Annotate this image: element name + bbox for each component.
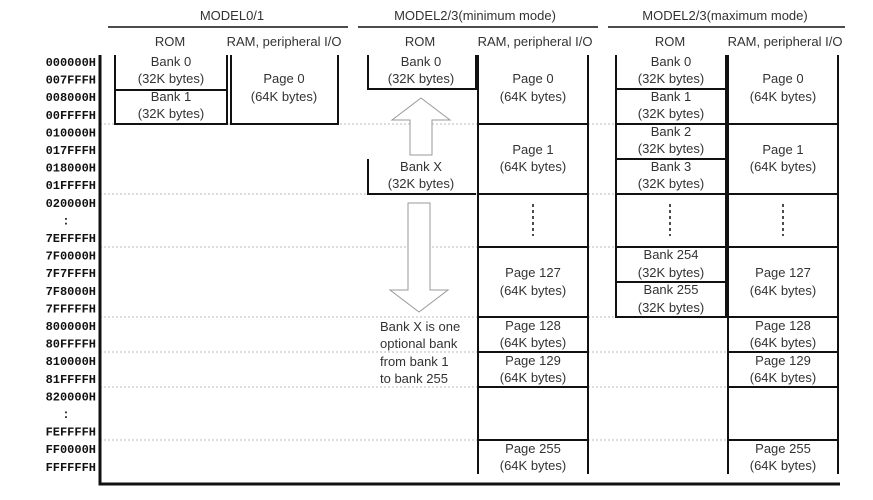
max-mode-ram-header: RAM, peripheral I/O bbox=[728, 34, 843, 49]
min-page1-size: (64K bytes) bbox=[500, 159, 566, 174]
min-mode-title: MODEL2/3(minimum mode) bbox=[394, 8, 556, 23]
max-bank1-size: (32K bytes) bbox=[638, 106, 704, 121]
max-page129-size: (64K bytes) bbox=[750, 370, 816, 385]
max-bank3-label: Bank 3 bbox=[651, 159, 691, 174]
max-page127-size: (64K bytes) bbox=[750, 283, 816, 298]
model01-bank1-size: (32K bytes) bbox=[138, 106, 204, 121]
max-page0-label: Page 0 bbox=[762, 71, 803, 86]
address-labels: 000000H 007FFFH 008000H 00FFFFH 010000H … bbox=[46, 56, 96, 475]
min-mode-header: MODEL2/3(minimum mode) ROM RAM, peripher… bbox=[358, 8, 598, 49]
address-label: 008000H bbox=[46, 91, 96, 105]
address-label: 81FFFFH bbox=[46, 373, 96, 387]
bank-x-note-line: from bank 1 bbox=[380, 354, 449, 369]
min-mode-ram-header: RAM, peripheral I/O bbox=[478, 34, 593, 49]
max-page1-size: (64K bytes) bbox=[750, 159, 816, 174]
model01-rom-header: ROM bbox=[155, 34, 185, 49]
map-frame bbox=[98, 55, 840, 486]
max-bank2-size: (32K bytes) bbox=[638, 141, 704, 156]
min-page0-label: Page 0 bbox=[512, 71, 553, 86]
min-page129-size: (64K bytes) bbox=[500, 370, 566, 385]
min-page255-size: (64K bytes) bbox=[500, 458, 566, 473]
address-label: 7F7FFFH bbox=[46, 267, 96, 281]
address-label: FFFFFFH bbox=[46, 461, 96, 475]
arrow-down bbox=[388, 202, 450, 313]
address-label: 018000H bbox=[46, 162, 96, 176]
max-page255-label: Page 255 bbox=[755, 441, 811, 456]
min-bankx-size: (32K bytes) bbox=[388, 176, 454, 191]
model01-bank1-label: Bank 1 bbox=[151, 89, 191, 104]
max-bank254-size: (32K bytes) bbox=[638, 265, 704, 280]
min-page255-label: Page 255 bbox=[505, 441, 561, 456]
bank-x-note-line: Bank X is one bbox=[380, 319, 460, 334]
min-page127-label: Page 127 bbox=[505, 265, 561, 280]
address-label: 810000H bbox=[46, 355, 96, 369]
max-bank1-label: Bank 1 bbox=[651, 89, 691, 104]
address-label: FF0000H bbox=[46, 443, 96, 457]
address-label: 7EFFFFH bbox=[46, 232, 96, 246]
address-label: 017FFFH bbox=[46, 144, 96, 158]
address-label: : bbox=[62, 214, 69, 228]
model01-title: MODEL0/1 bbox=[200, 8, 264, 23]
model01-bank0-label: Bank 0 bbox=[151, 54, 191, 69]
model01-page0-label: Page 0 bbox=[263, 71, 304, 86]
block-borders bbox=[114, 55, 839, 474]
min-mode-rom-header: ROM bbox=[405, 34, 435, 49]
min-page128-size: (64K bytes) bbox=[500, 335, 566, 350]
min-bank0-label: Bank 0 bbox=[401, 54, 441, 69]
address-label: 007FFFH bbox=[46, 74, 96, 88]
max-mode-title: MODEL2/3(maximum mode) bbox=[642, 8, 807, 23]
address-label: 800000H bbox=[46, 320, 96, 334]
min-page129-label: Page 129 bbox=[505, 353, 561, 368]
address-label: 7F0000H bbox=[46, 250, 96, 264]
address-label: 010000H bbox=[46, 126, 96, 140]
max-mode-header: MODEL2/3(maximum mode) ROM RAM, peripher… bbox=[608, 8, 845, 49]
max-bank2-label: Bank 2 bbox=[651, 124, 691, 139]
model01-bank0-size: (32K bytes) bbox=[138, 71, 204, 86]
address-label: 820000H bbox=[46, 390, 96, 404]
max-bank0-size: (32K bytes) bbox=[638, 71, 704, 86]
address-label: 7F8000H bbox=[46, 285, 96, 299]
address-label: FEFFFFH bbox=[46, 426, 96, 440]
model01-header: MODEL0/1 ROM RAM, peripheral I/O bbox=[108, 8, 348, 49]
max-page1-label: Page 1 bbox=[762, 142, 803, 157]
max-page0-size: (64K bytes) bbox=[750, 89, 816, 104]
max-bank3-size: (32K bytes) bbox=[638, 176, 704, 191]
address-label: 000000H bbox=[46, 56, 96, 70]
ellipsis-markers bbox=[532, 204, 784, 236]
min-page1-label: Page 1 bbox=[512, 142, 553, 157]
max-mode-rom-header: ROM bbox=[655, 34, 685, 49]
address-label: 7FFFFFH bbox=[46, 302, 96, 316]
min-page0-size: (64K bytes) bbox=[500, 89, 566, 104]
address-label: 020000H bbox=[46, 197, 96, 211]
max-bank255-size: (32K bytes) bbox=[638, 300, 704, 315]
model01-ram-header: RAM, peripheral I/O bbox=[227, 34, 342, 49]
address-label: 00FFFFH bbox=[46, 109, 96, 123]
max-bank254-label: Bank 254 bbox=[644, 247, 699, 262]
address-label: : bbox=[62, 408, 69, 422]
max-page128-size: (64K bytes) bbox=[750, 335, 816, 350]
address-label: 80FFFFH bbox=[46, 338, 96, 352]
min-page127-size: (64K bytes) bbox=[500, 283, 566, 298]
bank-x-note-line: optional bank bbox=[380, 336, 458, 351]
max-bank255-label: Bank 255 bbox=[644, 282, 699, 297]
max-page128-label: Page 128 bbox=[755, 318, 811, 333]
address-label: 01FFFFH bbox=[46, 179, 96, 193]
max-bank0-label: Bank 0 bbox=[651, 54, 691, 69]
max-page127-label: Page 127 bbox=[755, 265, 811, 280]
min-bankx-label: Bank X bbox=[400, 159, 442, 174]
max-page129-label: Page 129 bbox=[755, 353, 811, 368]
arrow-up bbox=[390, 97, 452, 156]
min-page128-label: Page 128 bbox=[505, 318, 561, 333]
max-page255-size: (64K bytes) bbox=[750, 458, 816, 473]
bank-x-note-line: to bank 255 bbox=[380, 371, 448, 386]
model01-page0-size: (64K bytes) bbox=[251, 89, 317, 104]
min-bank0-size: (32K bytes) bbox=[388, 71, 454, 86]
